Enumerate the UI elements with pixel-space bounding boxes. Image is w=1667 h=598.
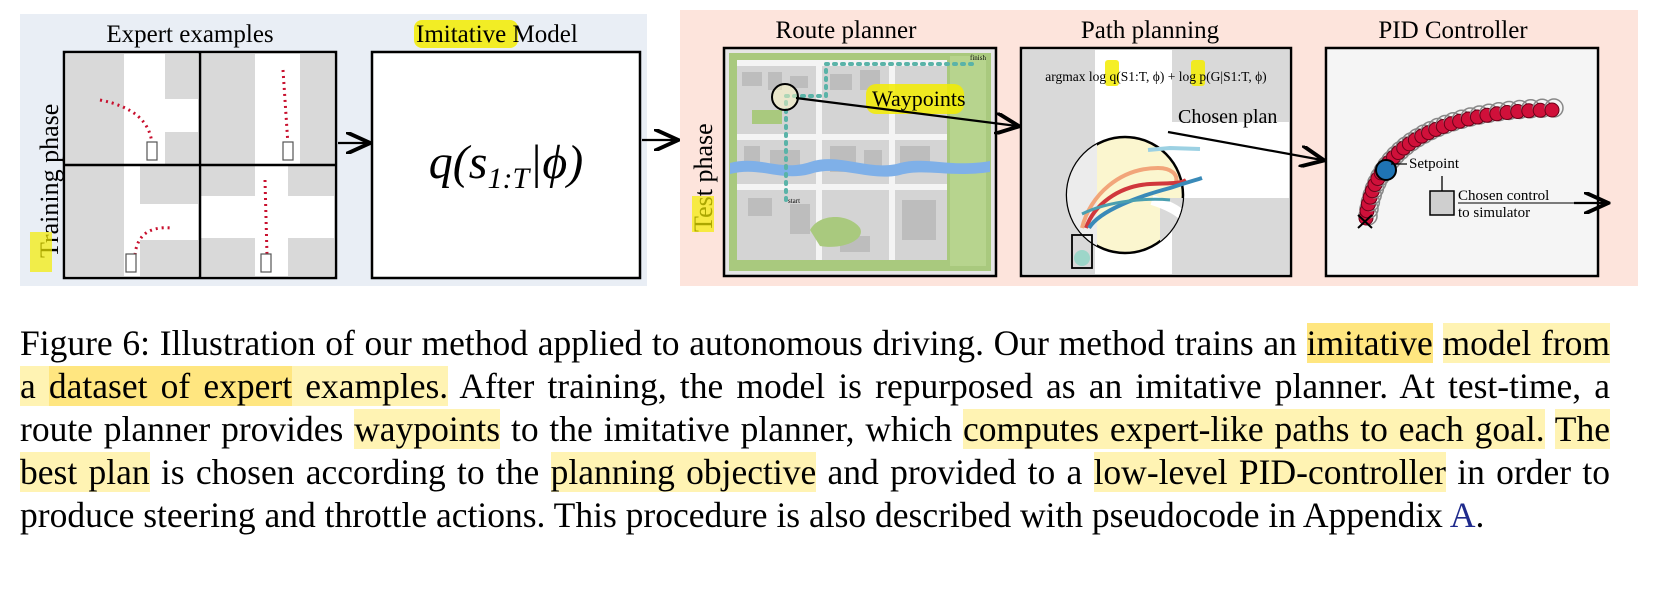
caption-highlight: imitative (1306, 323, 1433, 363)
chosen-plan-label: Chosen plan (1178, 106, 1277, 128)
arrow-waypoint-to-path (795, 96, 1017, 126)
test-label-highlight (692, 196, 714, 232)
caption-text (1545, 409, 1555, 449)
caption-text: to the imitative planner, which (500, 409, 963, 449)
caption-highlight: low-level PID-controller (1093, 452, 1446, 492)
waypoints-label: Waypoints (872, 86, 966, 111)
path-planning-box: argmax log q(S1:T, ϕ) + log p(G|S1:T, ϕ)… (1019, 46, 1293, 278)
training-label-highlight (30, 232, 52, 272)
arrow-plan-to-pid (1167, 130, 1322, 160)
caption-highlight: planning objective (550, 452, 817, 492)
imitative-highlight (414, 20, 518, 48)
caption-text: After training, the model is repurposed … (20, 366, 1611, 449)
imitative-model-title: Imitative Model (416, 21, 578, 48)
route-planner-title: Route planner (776, 17, 918, 44)
route-planner-map: finish start (722, 46, 998, 278)
imitative-model-box (370, 50, 642, 280)
caption-text: . (1475, 495, 1485, 535)
caption-highlight: computes expert-like paths to each goal. (963, 409, 1545, 449)
caption-text: is chosen according to the (149, 452, 551, 492)
caption-text: and provided to a (816, 452, 1094, 492)
setpoint-label: Setpoint (1409, 156, 1460, 172)
pid-controller-box: Setpoint Chosen control to simulator (1324, 46, 1606, 278)
expert-examples-title: Expert examples (106, 21, 273, 48)
chosen-control-label-2: to simulator (1458, 205, 1530, 221)
caption-highlight: dataset of expert (48, 366, 293, 406)
map-start-label: start (788, 197, 800, 205)
path-planning-title: Path planning (1081, 17, 1220, 44)
waypoints-highlight (866, 84, 964, 114)
caption-text: in order to produce steering and throttl… (20, 452, 1610, 535)
figure-diagram: Training phase Expert examples (20, 10, 1638, 286)
appendix-link[interactable]: A (1449, 495, 1476, 535)
figure-caption: Figure 6: Illustration of our method app… (20, 322, 1610, 537)
expert-examples-grid (62, 50, 338, 280)
caption-highlight: examples. (292, 366, 449, 406)
planning-objective: argmax log q(S1:T, ϕ) + log p(G|S1:T, ϕ) (1045, 69, 1266, 84)
chosen-control-label-1: Chosen control (1458, 188, 1549, 204)
caption-highlight: waypoints (354, 409, 501, 449)
model-formula: q(s1:T|ϕ) (429, 136, 583, 195)
pid-controller-title: PID Controller (1378, 17, 1528, 44)
map-finish-label: finish (970, 54, 986, 62)
caption-text: Figure 6: Illustration of our method app… (20, 323, 1307, 363)
